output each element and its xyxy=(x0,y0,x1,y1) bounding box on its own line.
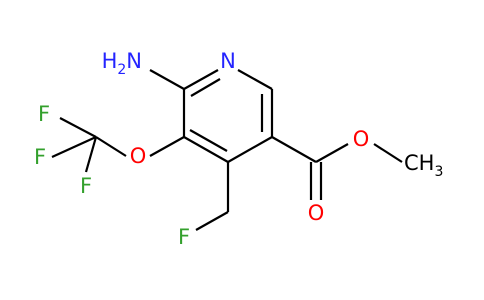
ether-oxygen-label: O xyxy=(130,144,147,168)
ring-nitrogen-label: N xyxy=(220,49,236,73)
cf3-fluorine-2-label: F xyxy=(34,145,46,169)
carbonyl-oxygen-label: O xyxy=(308,201,325,225)
bond-c2-n xyxy=(183,69,219,90)
methyl-group-label: CH3 xyxy=(404,151,443,180)
bond-n-c6 xyxy=(237,69,273,90)
substituent-bonds xyxy=(51,69,403,231)
bond-cf3-f2 xyxy=(51,135,97,159)
bond-cf3-f1 xyxy=(59,117,97,138)
ester-oxygen-label: O xyxy=(353,127,370,151)
bond-c3-o xyxy=(149,136,185,157)
bond-cf3-f3 xyxy=(84,136,98,173)
bond-c2-nh2 xyxy=(149,69,185,90)
bond-o-cf3 xyxy=(95,136,127,157)
bond-c5-c4 xyxy=(227,136,273,163)
amino-group-label: H2N xyxy=(102,49,142,78)
atom-labels: N H2N O F F F F O O CH3 xyxy=(34,49,443,249)
bond-c2-n-inner xyxy=(190,78,221,97)
bond-c5-carbonyl xyxy=(271,136,317,163)
bond-c4-c3-inner xyxy=(189,129,228,152)
bond-carbonyl-oester xyxy=(315,143,349,163)
cf3-fluorine-1-label: F xyxy=(38,102,50,126)
bond-oester-ch3 xyxy=(373,143,403,163)
cf3-fluorine-3-label: F xyxy=(80,174,92,198)
pyridine-ring xyxy=(182,69,274,163)
bond-c4-c3 xyxy=(183,136,229,163)
bond-ch2-f xyxy=(195,211,229,231)
fluoromethyl-fluorine-label: F xyxy=(178,225,190,249)
